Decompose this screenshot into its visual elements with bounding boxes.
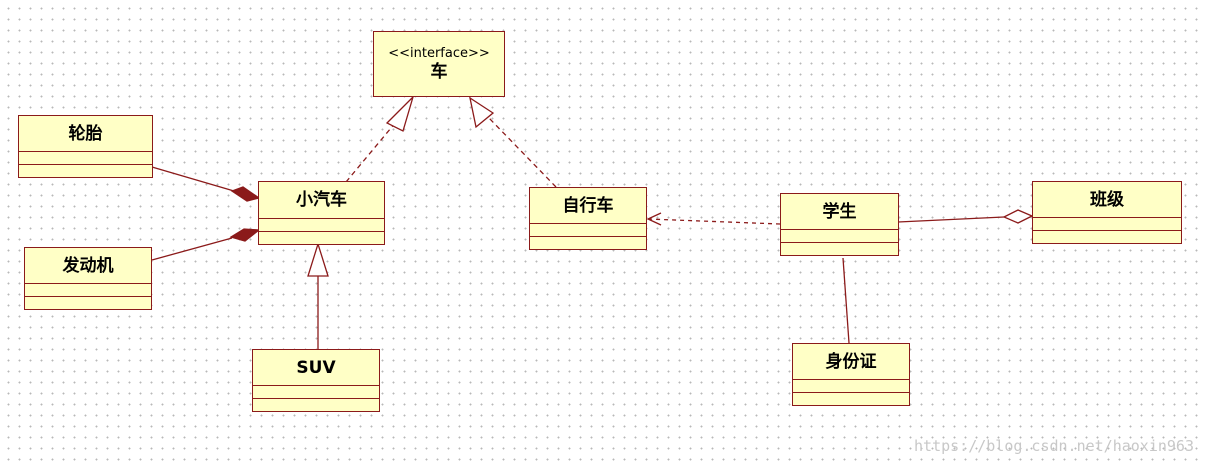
class-box-car-interface[interactable]: <<interface>> 车 bbox=[373, 31, 505, 97]
class-box-id-card[interactable]: 身份证 bbox=[792, 343, 910, 406]
attributes-compartment bbox=[781, 229, 898, 242]
composition-engine-line[interactable] bbox=[151, 237, 233, 261]
class-name-car-interface: <<interface>> 车 bbox=[374, 32, 504, 96]
class-box-class-group[interactable]: 班级 bbox=[1032, 181, 1182, 244]
operations-compartment bbox=[19, 164, 152, 177]
composition-diamond-tire bbox=[230, 186, 261, 202]
attributes-compartment bbox=[1033, 217, 1181, 230]
operations-compartment bbox=[793, 392, 909, 405]
operations-compartment bbox=[530, 236, 646, 249]
operations-compartment bbox=[259, 231, 384, 244]
composition-tire-line[interactable] bbox=[151, 166, 235, 192]
class-box-tire[interactable]: 轮胎 bbox=[18, 115, 153, 178]
attributes-compartment bbox=[530, 223, 646, 236]
class-name-id-card: 身份证 bbox=[825, 351, 877, 372]
attributes-compartment bbox=[19, 151, 152, 164]
realization-arrowhead-small-car bbox=[385, 96, 414, 132]
class-name-suv: SUV bbox=[296, 357, 336, 378]
composition-diamond-engine bbox=[229, 228, 261, 242]
class-name-bicycle: 自行车 bbox=[562, 195, 614, 216]
realization-arrowhead-bicycle bbox=[469, 96, 495, 129]
aggregation-diamond bbox=[1002, 209, 1034, 224]
class-title-car: 车 bbox=[430, 62, 448, 82]
association-student-to-id-card-line[interactable] bbox=[842, 257, 850, 344]
class-box-suv[interactable]: SUV bbox=[252, 349, 380, 412]
dependency-arrowhead bbox=[646, 212, 662, 226]
class-name-class-group: 班级 bbox=[1090, 189, 1124, 210]
class-box-bicycle[interactable]: 自行车 bbox=[529, 187, 647, 250]
operations-compartment bbox=[253, 398, 379, 411]
attributes-compartment bbox=[793, 379, 909, 392]
class-name-engine: 发动机 bbox=[62, 255, 114, 276]
aggregation-student-to-class-line[interactable] bbox=[897, 216, 1005, 223]
generalization-arrowhead-suv bbox=[307, 241, 329, 277]
class-box-engine[interactable]: 发动机 bbox=[24, 247, 152, 310]
stereotype-label: <<interface>> bbox=[388, 46, 490, 61]
class-box-student[interactable]: 学生 bbox=[780, 193, 899, 256]
class-box-small-car[interactable]: 小汽车 bbox=[258, 181, 385, 245]
class-name-student: 学生 bbox=[822, 201, 857, 222]
operations-compartment bbox=[25, 296, 151, 309]
operations-compartment bbox=[781, 242, 898, 255]
class-name-small-car: 小汽车 bbox=[296, 190, 347, 210]
class-name-tire: 轮胎 bbox=[68, 123, 103, 144]
operations-compartment bbox=[1033, 230, 1181, 243]
attributes-compartment bbox=[25, 283, 151, 296]
watermark-url: https://blog.csdn.net/haoxin963 bbox=[914, 437, 1194, 455]
attributes-compartment bbox=[259, 218, 384, 231]
attributes-compartment bbox=[253, 385, 379, 398]
dependency-student-to-bicycle-line[interactable] bbox=[647, 218, 781, 225]
realization-bicycle-to-car-line[interactable] bbox=[487, 116, 557, 188]
